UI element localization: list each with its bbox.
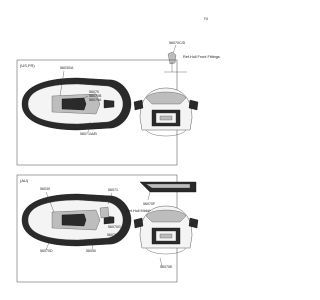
callout-label: 56070A <box>89 98 102 102</box>
labels-diagram: F8 56070C/D (US,FR) 56030/A 56070 56070B… <box>16 17 220 283</box>
callout-label: 56070 <box>89 90 99 94</box>
panel-code: (US,FR) <box>20 63 35 68</box>
callout-label: 56030/A <box>60 66 74 70</box>
callout-top: 56070C/D <box>169 41 186 45</box>
panel-code: (AU) <box>20 178 29 183</box>
ref-note: Ref.Hull Middle Fittings <box>126 209 165 213</box>
watercraft-front-view <box>133 205 199 255</box>
callout-label: 56071/A/B <box>80 132 97 136</box>
callout-label: 56040 <box>86 249 96 253</box>
page-ref: F8 <box>204 17 208 21</box>
callout-label: 56070A <box>107 233 120 237</box>
callout-label: 56070B <box>89 94 102 98</box>
callout-label: 56030 <box>40 187 50 191</box>
callout-label: 56070E <box>160 265 173 269</box>
watercraft-front-view <box>133 87 199 137</box>
sticker-shape <box>167 51 177 65</box>
callout-label: 56070F <box>143 202 156 206</box>
parts-diagram-page: F8 56070C/D (US,FR) 56030/A 56070 56070B… <box>16 17 220 283</box>
ref-note: Ref.Hull Front Fittings <box>183 55 220 59</box>
watercraft-top-view <box>21 77 132 131</box>
decal-shape <box>99 206 110 219</box>
callout-label: 56071 <box>108 188 118 192</box>
callout-label: 56070G <box>108 225 121 229</box>
watercraft-top-view <box>21 193 132 247</box>
callout-label: 56070D <box>40 249 53 253</box>
